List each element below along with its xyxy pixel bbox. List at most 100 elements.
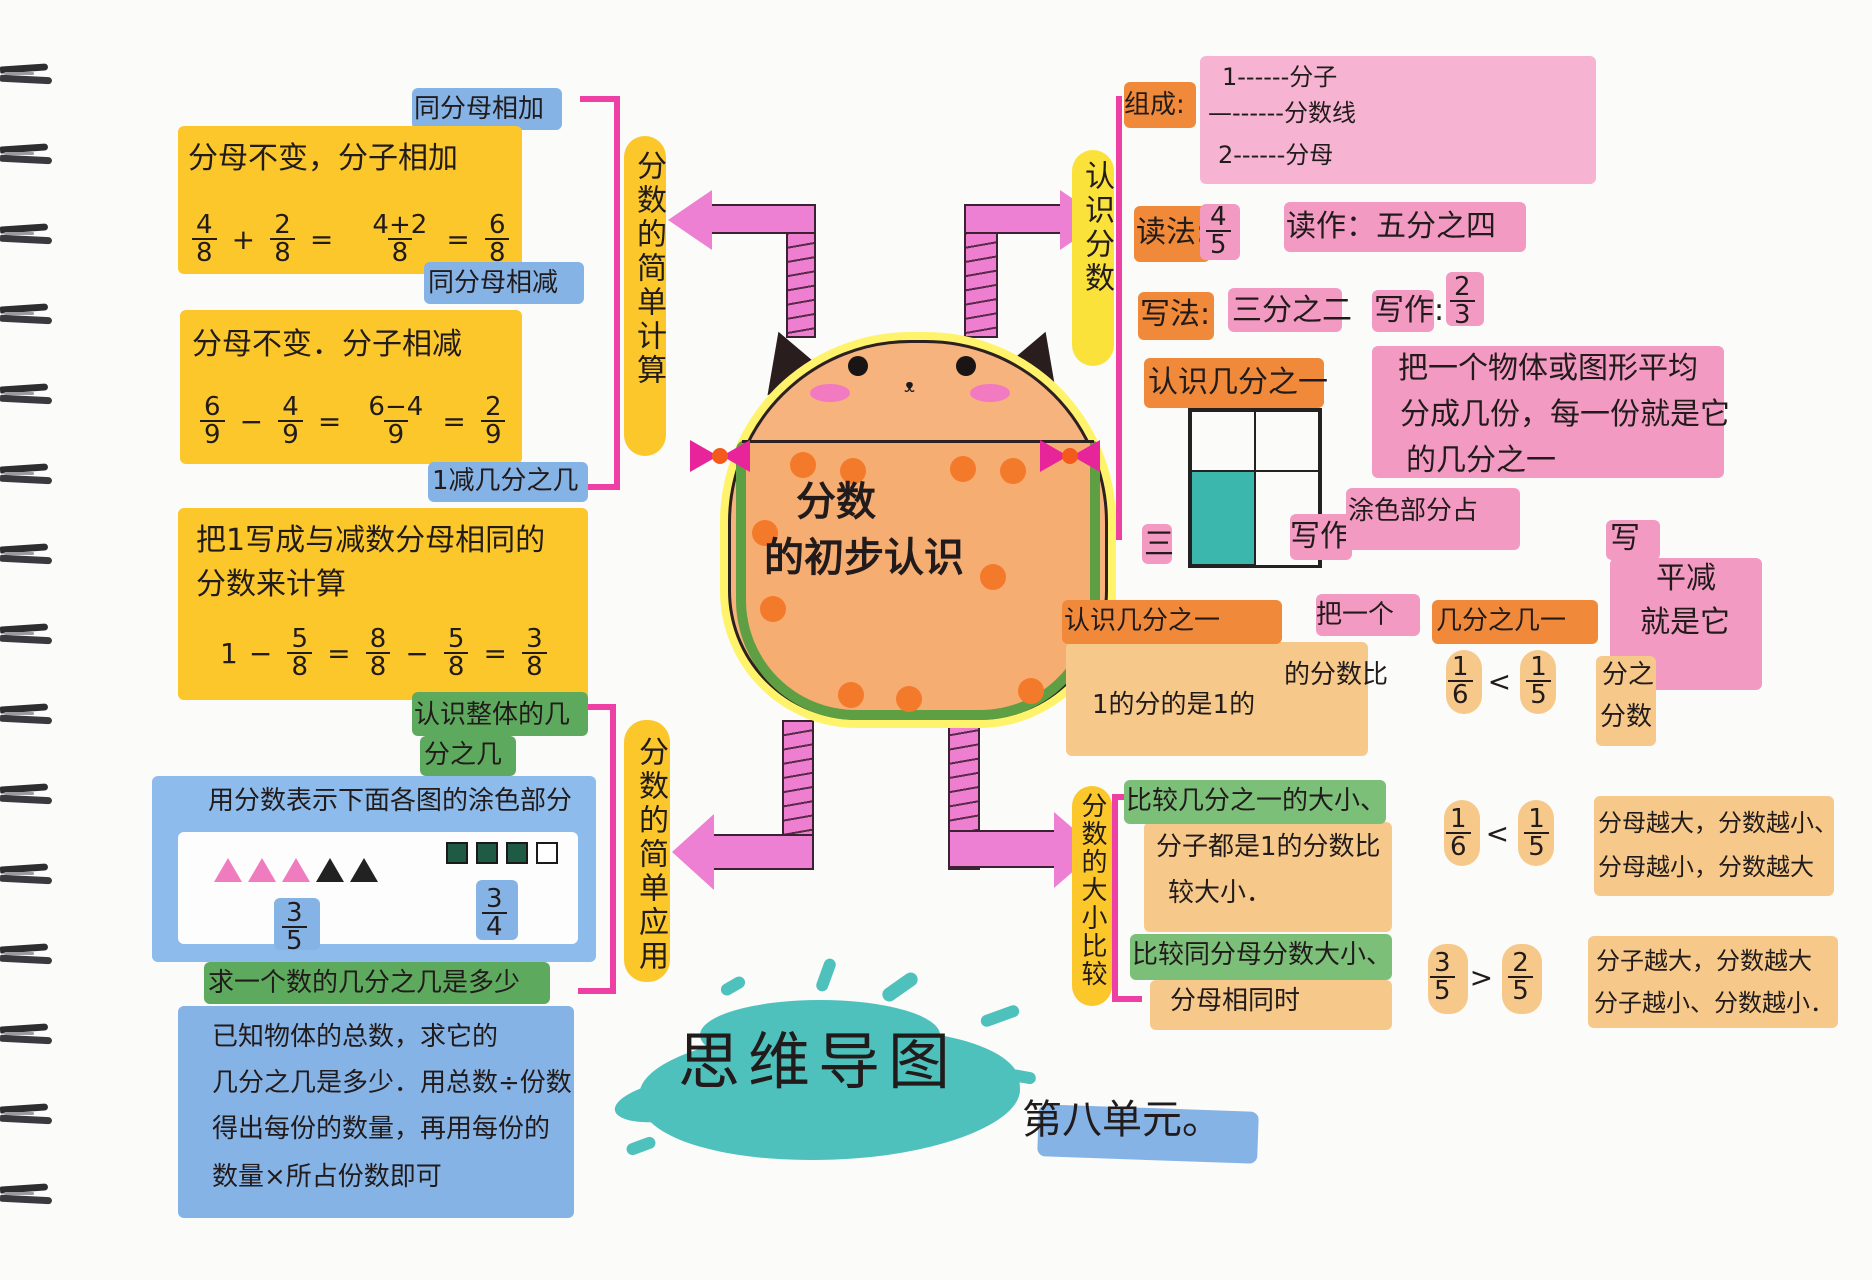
spiral-ring xyxy=(0,1182,53,1208)
cat-body xyxy=(736,440,1100,720)
branch-label: 认识分数 xyxy=(1079,160,1114,296)
rule-card xyxy=(1594,796,1834,896)
fraction-bg xyxy=(1446,272,1484,326)
partial-tag: 几分之几一 xyxy=(1436,606,1567,636)
mind-map-title: 思维导图 xyxy=(678,1025,959,1098)
branch-label-bg xyxy=(1072,150,1114,366)
spiral-ring xyxy=(0,382,53,408)
branch-label: 分数的大小比较 xyxy=(1077,792,1107,988)
tag-composition: 组成: xyxy=(1124,90,1185,120)
unit-subtitle: 第八单元。 xyxy=(1022,1097,1222,1143)
cat-cheek xyxy=(810,384,850,402)
answer-bg xyxy=(274,898,320,950)
tag-same-denominator-subtract: 同分母相减 xyxy=(428,268,559,298)
partial-bg xyxy=(1142,524,1172,564)
splash-blob xyxy=(700,1000,940,1070)
answer-bg xyxy=(476,880,518,940)
partial-text: 把一个 xyxy=(1316,600,1395,630)
explanation-card xyxy=(178,1006,574,1218)
rule-card xyxy=(180,310,522,464)
tag-bg xyxy=(428,462,588,502)
tag-reading: 读法: xyxy=(1136,215,1207,250)
fraction-bg xyxy=(1200,204,1240,260)
fraction-bg xyxy=(1446,650,1482,714)
tag-unit-fraction: 认识几分之一 xyxy=(1148,365,1328,400)
tag-fraction-of-number: 求一个数的几分之几是多少 xyxy=(208,968,521,998)
partial-label: 分之 xyxy=(1602,660,1655,690)
spiral-ring xyxy=(0,62,53,88)
tag-bg xyxy=(204,962,550,1004)
tag-bg xyxy=(1432,600,1598,644)
composition-line: —------分数线 xyxy=(1208,99,1356,127)
partial-label: 写 xyxy=(1610,521,1640,556)
partial-label: 三 xyxy=(1144,527,1174,562)
grid-figure xyxy=(1188,408,1322,568)
partial-bg xyxy=(1290,514,1352,560)
tag-writing: 写法: xyxy=(1140,297,1211,332)
tag-bg xyxy=(412,88,562,130)
partial-label: 就是它 xyxy=(1640,605,1730,640)
partial-bg xyxy=(1346,488,1520,550)
fraction-bg xyxy=(1502,944,1542,1014)
tag-bg xyxy=(420,736,516,776)
spiral-ring xyxy=(0,1022,53,1048)
partial-bg xyxy=(1316,594,1420,636)
branch-label: 分数的简单计算 xyxy=(631,150,666,388)
composition-card xyxy=(1200,56,1596,184)
tag-compare-same-denominator: 比较同分母分数大小、 xyxy=(1132,940,1393,970)
writing-label: 写作: xyxy=(1374,293,1445,328)
rule-card xyxy=(178,508,588,700)
cat-eye-icon xyxy=(848,356,868,376)
branch-bracket xyxy=(1116,96,1122,540)
spiral-ring xyxy=(0,782,53,808)
rule-line: 分子越大，分数越大 xyxy=(1596,947,1812,975)
cat-eye-icon xyxy=(956,356,976,376)
rule-card xyxy=(1588,936,1838,1028)
rule-card xyxy=(178,126,522,274)
spiral-ring xyxy=(0,142,53,168)
definition-line: 分成几份，每一份就是它 xyxy=(1400,397,1730,432)
square-filled-icon xyxy=(446,842,468,864)
triangle-filled-icon xyxy=(214,858,242,882)
writing-label-bg xyxy=(1372,290,1434,332)
composition-line: 2------分母 xyxy=(1218,141,1334,169)
cat-nose-icon: ᴥ xyxy=(904,376,915,397)
tag-bg xyxy=(1130,934,1392,980)
partial-label: 写作 xyxy=(1290,519,1350,554)
square-filled-icon xyxy=(506,842,528,864)
cat-cheek xyxy=(970,384,1010,402)
partial-label: 平减 xyxy=(1656,561,1716,596)
note-text: 的分数比 xyxy=(1284,660,1389,690)
triangle-filled-icon xyxy=(282,858,310,882)
square-figure xyxy=(446,842,566,868)
composition-line: 1------分子 xyxy=(1222,63,1338,91)
tag-bg xyxy=(1144,358,1324,408)
spiral-ring xyxy=(0,1102,53,1128)
note-card xyxy=(1066,642,1368,756)
explanation-line: 得出每份的数量，再用每份的 xyxy=(212,1114,551,1144)
body-card xyxy=(1144,822,1392,932)
writing-text: 三分之二 xyxy=(1232,293,1352,328)
grid-shaded-cell xyxy=(1191,471,1255,565)
rule-text: 分母不变，分子相加 xyxy=(188,141,458,176)
spiral-ring xyxy=(0,942,53,968)
branch-label-bg xyxy=(624,720,670,982)
tag-bg xyxy=(1062,600,1282,644)
partial-label: 涂色部分占 xyxy=(1348,496,1479,526)
tag-bg xyxy=(1134,206,1210,262)
explanation-line: 几分之几是多少．用总数÷份数 xyxy=(212,1068,572,1098)
rule-text-line1: 把1写成与减数分母相同的 xyxy=(196,523,546,558)
rule-line: 分子越小、分数越小． xyxy=(1594,989,1834,1017)
body-card xyxy=(1150,980,1392,1030)
